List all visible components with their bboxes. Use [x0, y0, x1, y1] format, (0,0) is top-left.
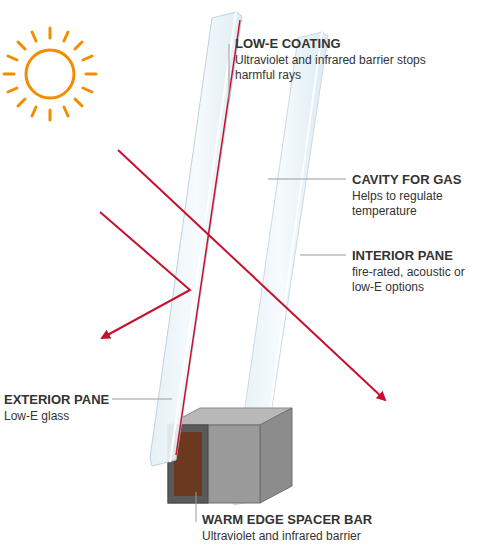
part-name: CAVITY FOR GAS — [352, 172, 482, 188]
sun-icon — [4, 28, 96, 120]
leader-lines — [112, 44, 346, 522]
part-description: Ultraviolet and infrared barrier — [202, 529, 432, 544]
part-name: WARM EDGE SPACER BAR — [202, 512, 432, 528]
sun-rays — [100, 150, 385, 400]
part-name: INTERIOR PANE — [352, 248, 482, 264]
part-description: fire-rated, acoustic or low-E options — [352, 265, 482, 295]
exterior-pane — [150, 12, 242, 466]
spacer-bar — [168, 408, 292, 503]
part-description: Ultraviolet and infrared barrier stops h… — [235, 53, 435, 83]
part-description: Helps to regulate temperature — [352, 189, 480, 219]
part-description: Low-E glass — [4, 409, 114, 424]
part-name: LOW-E COATING — [235, 36, 455, 52]
low-e-coating-line — [176, 20, 240, 455]
part-name: EXTERIOR PANE — [4, 392, 114, 408]
